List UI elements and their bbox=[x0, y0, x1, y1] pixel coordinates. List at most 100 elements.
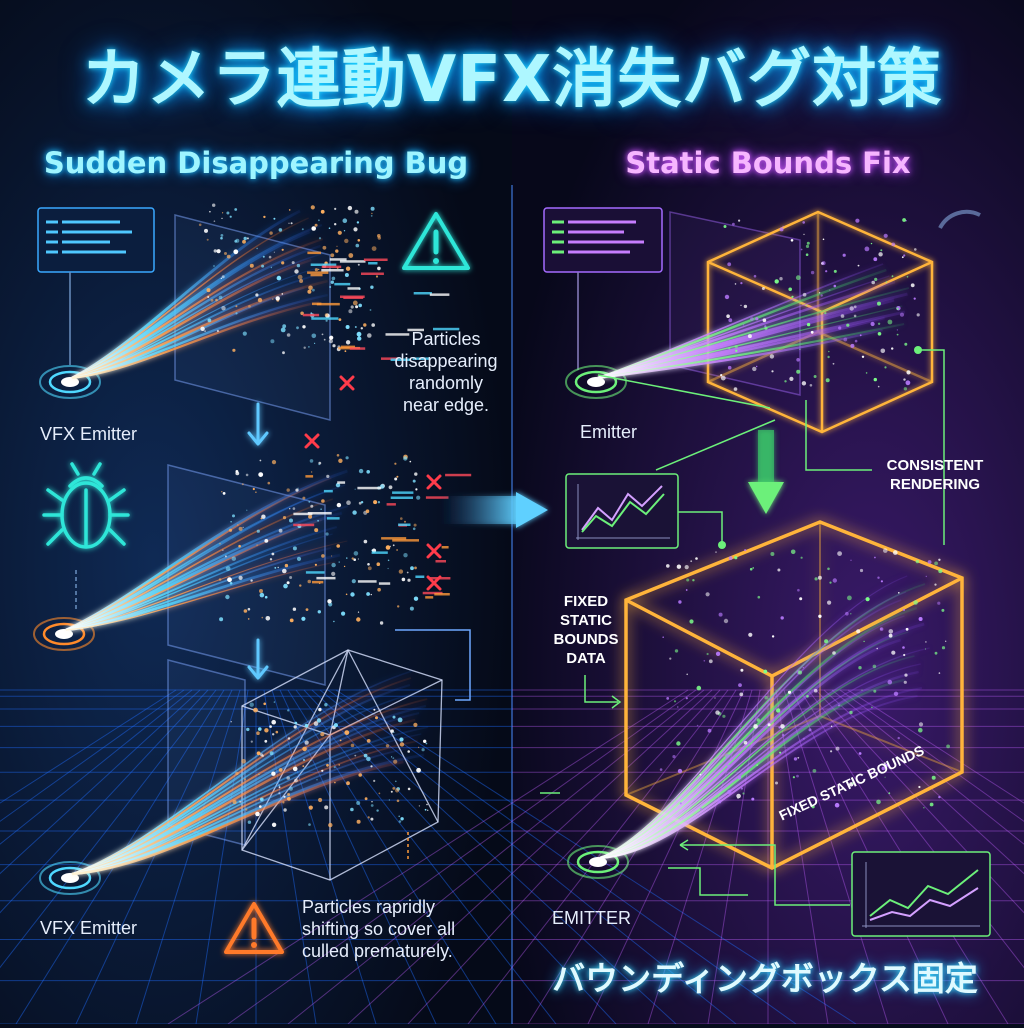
particle-dot bbox=[387, 567, 389, 570]
particle-dot bbox=[346, 781, 350, 786]
particle-dot bbox=[927, 560, 932, 564]
particle-dot bbox=[283, 808, 287, 812]
particle-dot bbox=[870, 321, 875, 327]
particle-dot bbox=[672, 755, 676, 759]
particle-dot bbox=[838, 326, 842, 330]
particle-dot bbox=[929, 802, 934, 807]
particle-dot bbox=[221, 275, 225, 279]
particle-dot bbox=[286, 488, 290, 492]
glitch-fragment bbox=[302, 313, 320, 317]
particle-dot bbox=[308, 514, 313, 519]
particle-dot bbox=[398, 820, 402, 823]
particle-dot bbox=[287, 709, 290, 712]
particle-dot bbox=[865, 597, 870, 602]
particle-dot bbox=[743, 740, 748, 745]
particle-dot bbox=[387, 559, 390, 562]
particle-dot bbox=[255, 293, 259, 297]
vfx-emitter-ring-icon-2 bbox=[33, 617, 95, 651]
particle-stream bbox=[599, 655, 915, 859]
particle-dot bbox=[344, 238, 349, 244]
particle-dot bbox=[884, 763, 888, 767]
particle-dot bbox=[308, 501, 311, 503]
particle-dot bbox=[225, 594, 230, 600]
glitch-fragment bbox=[321, 269, 344, 272]
particle-dot bbox=[227, 577, 232, 583]
particle-dot bbox=[346, 557, 348, 559]
particle-dot bbox=[334, 223, 337, 226]
particle-dot bbox=[769, 354, 775, 359]
particle-dot bbox=[289, 508, 291, 510]
particle-dot bbox=[764, 696, 768, 700]
particle-dot bbox=[799, 348, 801, 351]
particle-dot bbox=[396, 549, 398, 551]
particle-dot bbox=[791, 295, 794, 298]
particle-dot bbox=[291, 261, 295, 265]
particle-dot bbox=[238, 544, 241, 548]
particle-stream bbox=[71, 209, 301, 380]
particle-dot bbox=[356, 801, 361, 805]
particle-dot bbox=[728, 318, 733, 323]
glitch-fragment bbox=[357, 486, 382, 490]
particle-dot bbox=[272, 733, 275, 736]
particle-dot bbox=[771, 635, 775, 638]
particle-dot bbox=[840, 314, 845, 318]
glitch-fragment bbox=[441, 546, 449, 549]
particle-dot bbox=[356, 819, 361, 824]
particle-dot bbox=[904, 673, 908, 677]
glitch-fragment bbox=[407, 328, 424, 332]
particle-dot bbox=[321, 499, 325, 503]
grid-line bbox=[0, 689, 185, 822]
particle-dot bbox=[229, 581, 233, 585]
particle-dot bbox=[344, 273, 349, 277]
particle-dot bbox=[290, 222, 293, 225]
particle-dot bbox=[317, 610, 321, 614]
particle-dot bbox=[212, 203, 216, 207]
particle-dot bbox=[270, 339, 275, 344]
particle-dot bbox=[350, 305, 354, 309]
particle-dot bbox=[849, 306, 854, 311]
particle-stream bbox=[65, 491, 325, 631]
glitch-fragment bbox=[321, 265, 342, 269]
particle-dot bbox=[286, 776, 291, 780]
glitch-fragment bbox=[307, 251, 321, 255]
particle-dot bbox=[825, 378, 830, 383]
particle-dot bbox=[282, 801, 285, 804]
particle-dot bbox=[415, 488, 418, 491]
particle-dot bbox=[270, 266, 273, 269]
glitch-fragment bbox=[415, 575, 425, 578]
particle-dot bbox=[307, 289, 312, 294]
glitch-fragment bbox=[329, 258, 347, 261]
particle-dot bbox=[762, 318, 767, 323]
particle-dot bbox=[301, 616, 306, 621]
particle-dot bbox=[877, 385, 880, 388]
particle-stream bbox=[71, 718, 416, 876]
particle-dot bbox=[259, 797, 265, 802]
particle-dot bbox=[733, 387, 738, 391]
particle-dot bbox=[931, 775, 936, 780]
particle-dot bbox=[348, 253, 354, 258]
particle-dot bbox=[811, 805, 815, 809]
particle-dot bbox=[255, 491, 257, 494]
glitch-fragment bbox=[413, 292, 432, 295]
particle-dot bbox=[230, 521, 232, 523]
particle-dot bbox=[220, 277, 222, 279]
graph-panel-icon-top bbox=[565, 473, 679, 549]
particle-dot bbox=[871, 706, 873, 709]
particle-dot bbox=[367, 566, 372, 571]
particle-dot bbox=[893, 550, 898, 555]
particle-dot bbox=[261, 514, 266, 519]
particle-dot bbox=[261, 264, 265, 268]
particle-dot bbox=[310, 759, 312, 761]
glitch-fragment bbox=[316, 576, 336, 580]
particle-dot bbox=[370, 817, 374, 821]
particle-dot bbox=[934, 583, 937, 586]
particle-dot bbox=[342, 218, 348, 223]
particle-dot bbox=[896, 307, 899, 310]
particle-dot bbox=[311, 226, 317, 231]
particle-dot bbox=[727, 764, 730, 768]
particle-dot bbox=[256, 751, 261, 756]
grid-line bbox=[135, 689, 241, 1025]
particle-dot bbox=[903, 254, 906, 257]
grid-line bbox=[0, 689, 217, 969]
particle-dot bbox=[351, 557, 354, 560]
